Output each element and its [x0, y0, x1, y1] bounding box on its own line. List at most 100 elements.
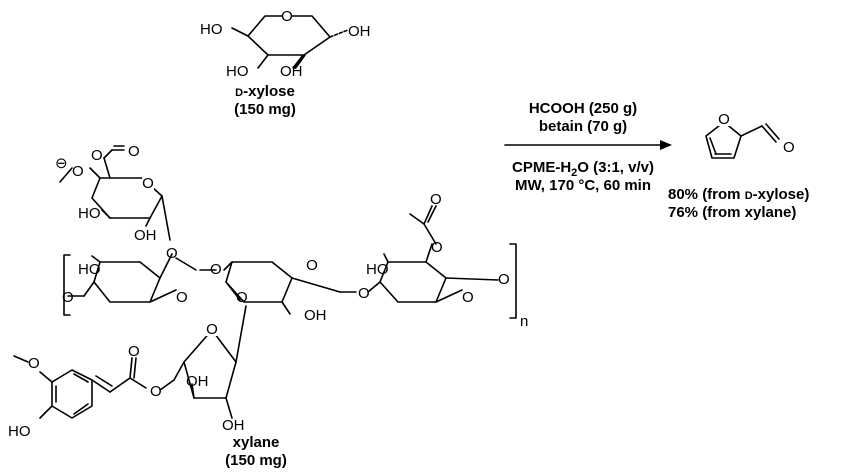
xyl-b-glycosidic [291, 277, 341, 293]
xyl-c-ac-co-double [427, 205, 437, 223]
glca-glycosidic-bond [161, 195, 171, 241]
xyl-c-ac-co [423, 205, 433, 225]
polymer-bracket-left [63, 254, 71, 316]
xyl-c-ac-methyl [409, 213, 425, 225]
xylose-oh-right: OH [348, 23, 371, 40]
xyl-c-bond-c1-o [445, 277, 499, 281]
xyl-a-link1 [175, 257, 197, 271]
xyl-a-bond-ring-o [149, 289, 177, 303]
fer-alkene-double [95, 375, 113, 387]
polymer-subscript-n: n [520, 313, 528, 330]
furfural-structure: O O 80% (from D-xylose) 76% (from xylane… [668, 111, 809, 221]
fer-bond-oh [39, 405, 53, 419]
xyl-c-ring-bonds [379, 261, 447, 303]
fer-benzene-ring [51, 369, 93, 419]
xyl-b-ring-o-mask [306, 258, 318, 272]
ara-ring-o: O [206, 321, 218, 338]
furan-ring-o: O [718, 111, 730, 128]
xyl-c-bond-c2-oac [425, 243, 433, 263]
fer-alkene-1 [109, 377, 131, 393]
polymer-bracket-right [509, 243, 517, 319]
xylose-amount: (150 mg) [234, 101, 296, 118]
d-xylose-structure: O HO OH HO OH D-xylose (150 mg) [200, 8, 371, 118]
xyl-a-o-left: O [62, 289, 74, 306]
glca-minus-charge: ⊖ [55, 155, 68, 172]
yield-xylane: 76% (from xylane) [668, 204, 796, 221]
xylose-ho-bottom: HO [226, 63, 249, 80]
fer-ho: HO [8, 423, 31, 440]
yield-xylose: 80% (from D-xylose) [668, 186, 809, 203]
fer-o-carbonyl [129, 377, 147, 389]
xyl-a-ring-o: O [176, 289, 188, 306]
xyl-a-bond-c3-oh [91, 255, 101, 263]
furfural-co-double [765, 123, 780, 140]
xyl-a-bond-c2-o [159, 253, 173, 279]
fer-ester-o: O [150, 383, 162, 400]
xyl-b-ring-o: O [306, 257, 318, 274]
glca-bond-c4-ome [89, 167, 101, 179]
glca-carbonyl-o: O [128, 143, 140, 160]
ara-ring-bonds [183, 329, 237, 399]
fer-ch2-o [159, 379, 175, 391]
ara-ring-o-mask [206, 322, 218, 336]
fer-carbonyl-up [129, 357, 133, 379]
condition-reagent-2: betain (70 g) [539, 118, 627, 135]
xyl-b-bond-c3-o [225, 281, 241, 301]
glca-ring-o-mask [142, 176, 154, 190]
fer-benzene-double-2 [73, 403, 89, 415]
condition-heating: MW, 170 °C, 60 min [515, 177, 651, 194]
xyl-a-ho: HO [78, 261, 101, 278]
xyl-c-o-right: O [498, 271, 510, 288]
xyl-c-ac-o: O [431, 239, 443, 256]
furan-double-bond-2 [709, 137, 717, 155]
furan-o-mask [718, 112, 730, 126]
xylane-structure: n O ⊖ O O O HO OH HO O O O [8, 143, 528, 469]
fer-ome-methyl [13, 355, 29, 363]
furan-ring-bonds [705, 121, 742, 159]
xyl-b-o-link2: O [210, 261, 222, 278]
xyl-c-bond-c3-oh [383, 253, 389, 263]
xyl-a-bond-c4-o [83, 281, 95, 297]
furfural-ald-bond [740, 125, 763, 137]
xyl-c-ring-o: O [462, 289, 474, 306]
furfural-carbonyl-o: O [783, 139, 795, 156]
xylose-oh-bottom: OH [280, 63, 303, 80]
xyl-c-link-ring [367, 281, 381, 293]
ara-oh-2: OH [222, 417, 245, 434]
xylane-name: xylane [233, 434, 280, 451]
fer-ome-o: O [28, 355, 40, 372]
xyl-b-o-link3: O [236, 289, 248, 306]
xyl-b-bond-c4-o [223, 261, 233, 271]
xylose-name: D-xylose [235, 83, 295, 100]
xylose-ring-o: O [281, 8, 293, 25]
xylose-bond-anomeric-oh [329, 29, 349, 38]
reaction-arrow-group: HCOOH (250 g) betain (70 g) CPME-H2O (3:… [504, 100, 672, 194]
glca-ome-methyl [59, 167, 73, 183]
glca-ome-o: O [72, 163, 84, 180]
condition-reagent-1: HCOOH (250 g) [529, 100, 637, 117]
ara-link-bond [235, 305, 247, 363]
glca-oh: OH [134, 227, 157, 244]
glca-carboxylate-o: O [91, 147, 103, 164]
xyl-a-o-link1: O [166, 245, 178, 262]
glca-carboxyl-c [103, 149, 113, 159]
xyl-b-oh: OH [304, 307, 327, 324]
xylose-bond-c4-oh [231, 27, 249, 37]
ara-oh-1: OH [186, 373, 209, 390]
xyl-c-o-link4: O [358, 285, 370, 302]
glca-bond-c2-oh [145, 217, 151, 227]
fer-benzene-double-3 [73, 373, 89, 383]
fer-carbonyl-o: O [128, 343, 140, 360]
glca-ho: HO [78, 205, 101, 222]
ara-bond-c4-ch2 [173, 361, 185, 381]
glca-ring-o: O [142, 175, 154, 192]
furfural-co-bond [761, 125, 777, 143]
fer-alkene-2 [91, 379, 111, 393]
fer-carbonyl-double [133, 357, 137, 379]
ara-bond-c3-oh [191, 383, 195, 399]
xylose-ho-left: HO [200, 21, 223, 38]
xyl-c-ac-carbonyl-o: O [430, 191, 442, 208]
xyl-c-ac-o-c [423, 223, 437, 245]
